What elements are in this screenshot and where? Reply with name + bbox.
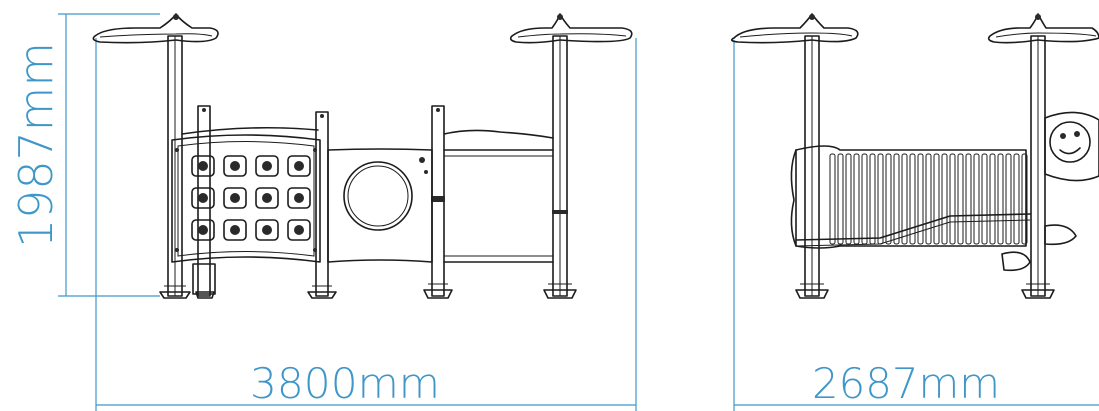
diagonal-rail	[795, 213, 1031, 241]
right-canopy	[509, 13, 633, 44]
panel-slat	[1005, 153, 1012, 245]
slatted-panel	[790, 145, 1028, 249]
panel-slat	[965, 153, 972, 245]
panel-slat	[1013, 153, 1020, 245]
panel-slat	[973, 153, 980, 245]
tunnel-section	[443, 149, 554, 263]
climbing-holds	[191, 155, 311, 241]
panel-slat	[829, 153, 836, 245]
climbing-panel	[171, 134, 321, 263]
short-post-1	[197, 105, 211, 297]
panel-slat	[917, 153, 924, 245]
post-feet	[159, 283, 577, 299]
height-dimension: 1987mm	[9, 13, 160, 297]
depth-label: 2687mm	[812, 359, 1000, 408]
panel-slat	[941, 153, 948, 245]
panel-slat	[845, 153, 852, 245]
panel-slat	[861, 153, 868, 245]
panel-slat	[989, 153, 996, 245]
height-label: 1987mm	[9, 42, 63, 248]
width-label: 3800mm	[250, 359, 440, 408]
panel-slat	[869, 153, 876, 245]
panel-slat	[949, 153, 956, 245]
base-sign	[192, 263, 216, 295]
panel-slat	[933, 153, 940, 245]
side-feet	[795, 283, 1055, 299]
panel-slat	[981, 153, 988, 245]
panel-slat	[837, 153, 844, 245]
panel-slat	[957, 153, 964, 245]
panel-slat	[853, 153, 860, 245]
panel-slat	[1021, 153, 1028, 245]
side-left-canopy	[730, 13, 859, 44]
depth-dimension: 2687mm	[733, 40, 1099, 411]
front-view	[92, 13, 633, 299]
side-view	[730, 13, 1099, 299]
panel-slat	[909, 153, 916, 245]
width-dimension: 3800mm	[95, 38, 637, 411]
panel-slat	[893, 153, 900, 245]
panel-slat	[877, 153, 884, 245]
panel-slat	[885, 153, 892, 245]
left-canopy	[92, 13, 219, 44]
panel-slat	[925, 153, 932, 245]
side-step	[1044, 224, 1077, 246]
panel-slat	[997, 153, 1004, 245]
side-right-canopy	[987, 13, 1099, 44]
panel-slat	[901, 153, 908, 245]
porthole-panel	[327, 148, 433, 263]
smiley-panel	[1044, 111, 1099, 182]
